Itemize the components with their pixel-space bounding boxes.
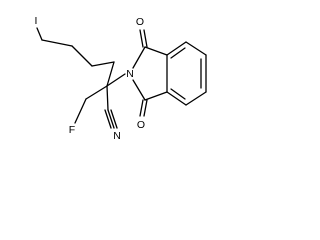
bond-c4a-c3a-inner [170,88,186,100]
bond-c8-o-2 [143,99,148,117]
bond-ch2-f [74,98,87,124]
bond-cq-ch2 [85,85,108,100]
bond-c8-c3a [144,91,168,101]
bond-n-c7 [132,46,146,69]
bond-c7-o-2 [143,29,148,48]
bond-n-c8 [132,79,146,101]
bond-c7-c7a [144,46,168,56]
nitrile-nitrogen-label: N [113,130,121,142]
bond-cn-triple-1 [104,109,112,129]
bond-c7a-c7b-inner [170,47,186,59]
bond-cn-triple-2 [107,109,115,129]
carbonyl-oxygen-top-label: O [136,16,144,28]
imide-nitrogen-label: N [126,68,134,80]
bond-c1-c2 [41,39,73,47]
bond-c8-o-1 [139,99,144,117]
carbonyl-oxygen-bottom-label: O [137,119,145,131]
bond-c3-c4 [91,61,115,67]
bond-c7a-c7b [166,41,187,56]
bond-c7b-c6 [185,41,207,56]
bond-cn-triple-3 [110,109,118,129]
bond-c5-c4a [185,91,207,106]
molecule-diagram: I F N N O O [35,15,207,142]
structure-canvas: I F N N O O [0,0,232,157]
bond-c4-cq [106,61,115,87]
atom-labels: I F N N O O [35,15,146,142]
bond-cq-n [106,73,126,87]
bond-c7-o-1 [139,29,144,48]
fluorine-label: F [69,124,75,136]
bonds [36,27,207,129]
bond-i-c1 [36,27,43,41]
bond-c4a-c3a [166,91,187,106]
bond-cq-cn [106,85,109,111]
bond-c2-c3 [71,45,93,67]
iodine-label: I [35,15,38,27]
